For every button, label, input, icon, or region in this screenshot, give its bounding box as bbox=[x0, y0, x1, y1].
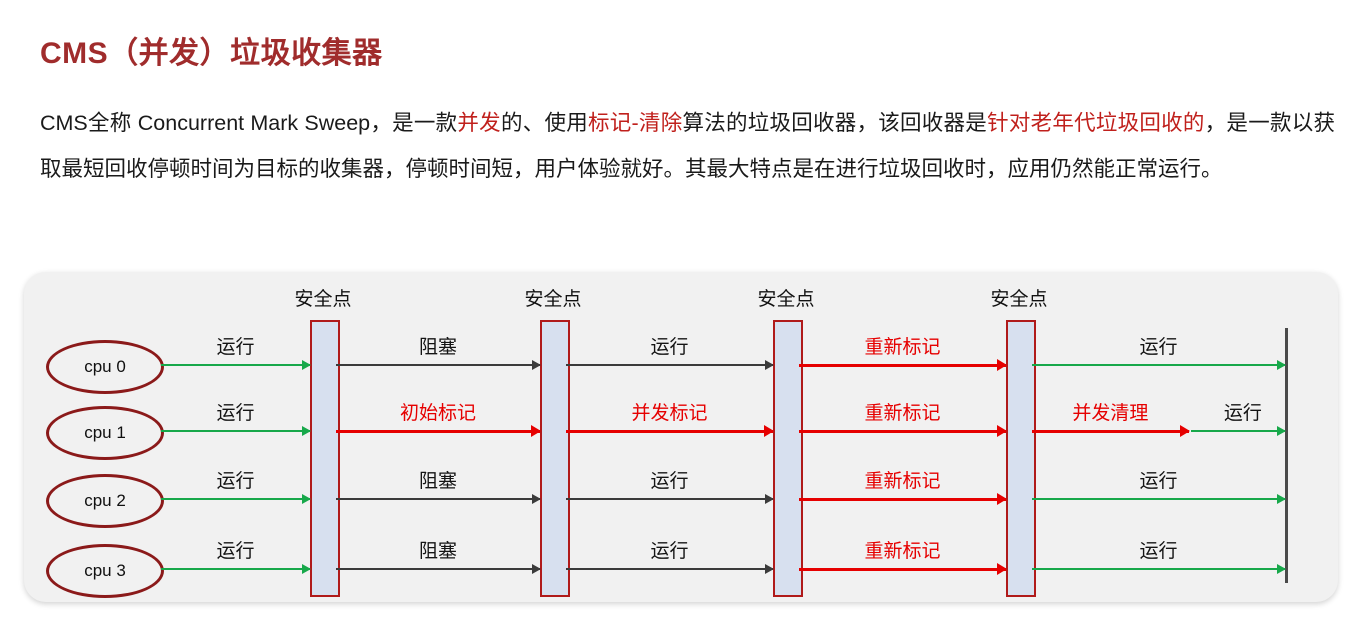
safepoint-label-0: 安全点 bbox=[294, 289, 352, 310]
phase-label: 并发标记 bbox=[631, 403, 708, 424]
cpu-node-0: cpu 0 bbox=[46, 340, 164, 394]
timeline-arrow-green bbox=[161, 364, 310, 366]
phase-label: 并发清理 bbox=[1072, 403, 1149, 424]
timeline-arrow-green bbox=[161, 568, 310, 570]
timeline-end-line bbox=[1285, 328, 1288, 583]
phase-label: 运行 bbox=[216, 337, 255, 358]
phase-label: 阻塞 bbox=[418, 471, 458, 492]
phase-label: 运行 bbox=[216, 541, 255, 562]
paragraph-text: CMS全称 Concurrent Mark Sweep，是一款 bbox=[40, 110, 458, 135]
phase-label: 运行 bbox=[216, 471, 255, 492]
phase-label: 重新标记 bbox=[864, 541, 941, 562]
cpu-label: cpu 3 bbox=[84, 561, 126, 580]
phase-label: 运行 bbox=[216, 403, 255, 424]
paragraph-highlight: 标记-清除 bbox=[588, 110, 683, 135]
timeline-arrow-black bbox=[336, 364, 540, 366]
page-title: CMS（并发）垃圾收集器 bbox=[40, 37, 383, 71]
timeline-arrow-green bbox=[1032, 364, 1285, 366]
cpu-label: cpu 1 bbox=[84, 423, 126, 442]
timeline-arrow-black bbox=[566, 498, 773, 500]
timeline-arrow-black bbox=[336, 498, 540, 500]
timeline-arrow-green bbox=[1190, 430, 1285, 432]
paragraph-text: 的、使用 bbox=[500, 110, 588, 135]
phase-label: 运行 bbox=[1139, 337, 1178, 358]
timeline-arrow-red bbox=[799, 364, 1006, 367]
safepoint-bar-2 bbox=[773, 320, 803, 597]
timeline-arrow-green bbox=[161, 498, 310, 500]
paragraph-text: 算法的垃圾回收器，该回收器是 bbox=[682, 110, 988, 135]
timeline-arrow-red bbox=[799, 430, 1006, 433]
safepoint-label-3: 安全点 bbox=[990, 289, 1048, 310]
timeline-arrow-green bbox=[1032, 568, 1285, 570]
phase-label: 运行 bbox=[650, 471, 689, 492]
timeline-arrow-red bbox=[1032, 430, 1189, 433]
paragraph-highlight: 针对老年代垃圾回收的 bbox=[987, 110, 1205, 135]
cpu-node-2: cpu 2 bbox=[46, 474, 164, 528]
phase-label: 阻塞 bbox=[418, 541, 458, 562]
safepoint-label-2: 安全点 bbox=[757, 289, 815, 310]
safepoint-label-1: 安全点 bbox=[524, 289, 582, 310]
cpu-label: cpu 0 bbox=[84, 357, 126, 376]
phase-label: 阻塞 bbox=[418, 337, 458, 358]
cpu-node-1: cpu 1 bbox=[46, 406, 164, 460]
timeline-arrow-red bbox=[566, 430, 773, 433]
safepoint-bar-3 bbox=[1006, 320, 1036, 597]
timeline-arrow-black bbox=[566, 568, 773, 570]
timeline-arrow-red bbox=[799, 498, 1006, 501]
safepoint-bar-1 bbox=[540, 320, 570, 597]
paragraph-highlight: 并发 bbox=[457, 110, 501, 135]
article-paragraph: CMS全称 Concurrent Mark Sweep，是一款并发的、使用标记-… bbox=[40, 100, 1335, 192]
timeline-arrow-green bbox=[1032, 498, 1285, 500]
paragraph-text: ，是一款以获取最短回收停顿时间为目标的收集器，停顿时间短，用户体验就好。其最大特… bbox=[40, 110, 1335, 181]
phase-label: 运行 bbox=[650, 337, 689, 358]
phase-label: 重新标记 bbox=[864, 471, 941, 492]
timeline-arrow-green bbox=[161, 430, 310, 432]
phase-label: 重新标记 bbox=[864, 337, 941, 358]
safepoint-bar-0 bbox=[310, 320, 340, 597]
phase-label: 运行 bbox=[1139, 541, 1178, 562]
timeline-arrow-red bbox=[799, 568, 1006, 571]
timeline-arrow-black bbox=[566, 364, 773, 366]
timeline-arrow-black bbox=[336, 568, 540, 570]
phase-label: 运行 bbox=[1139, 471, 1178, 492]
phase-label: 运行 bbox=[650, 541, 689, 562]
timeline-arrow-red bbox=[336, 430, 540, 433]
cpu-label: cpu 2 bbox=[84, 491, 126, 510]
phase-label: 运行 bbox=[1223, 403, 1262, 424]
cpu-node-3: cpu 3 bbox=[46, 544, 164, 598]
phase-label: 重新标记 bbox=[864, 403, 941, 424]
phase-label: 初始标记 bbox=[399, 403, 477, 424]
